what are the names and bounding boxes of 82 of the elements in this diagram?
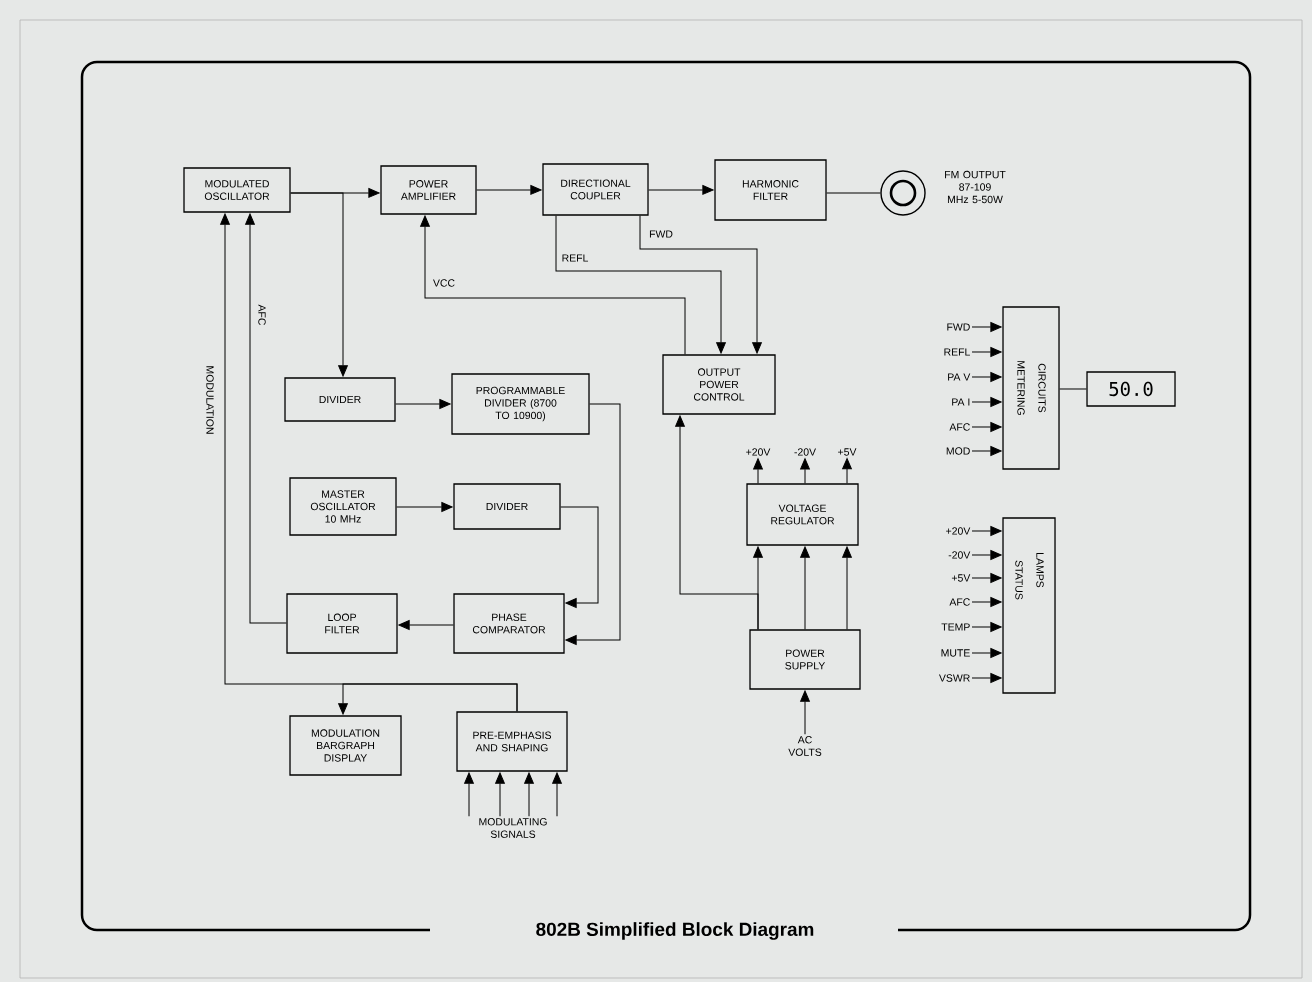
arrow — [971, 673, 1002, 683]
arrow — [971, 550, 1002, 560]
arrow — [753, 458, 763, 484]
edge-label: AFC — [256, 303, 268, 327]
signal-label: AFC — [949, 598, 970, 606]
arrow — [971, 622, 1002, 632]
arrow — [971, 422, 1002, 432]
block-box: DIVIDER — [284, 377, 396, 422]
block-box: DIRECTIONAL COUPLER — [542, 163, 649, 216]
block-box: VOLTAGE REGULATOR — [746, 483, 859, 546]
signal-label: +20V — [746, 448, 771, 456]
arrow — [398, 620, 454, 630]
arrow — [290, 192, 348, 377]
block-box: LOOP FILTER — [286, 593, 398, 654]
arrow — [396, 502, 453, 512]
display-readout: 50.0 — [1086, 371, 1176, 407]
signal-label: AC VOLTS — [788, 736, 822, 756]
signal-label: +20V — [946, 527, 971, 535]
block-box: PROGRAMMABLE DIVIDER (8700 TO 10900) — [451, 373, 590, 435]
arrow — [971, 397, 1002, 407]
block-box: POWER AMPLIFIER — [380, 165, 477, 215]
signal-label: -20V — [794, 448, 816, 456]
signal-label: FWD — [947, 323, 970, 331]
arrow — [971, 526, 1002, 536]
arrow — [395, 399, 451, 409]
arrow — [842, 546, 852, 630]
block-box: METERING CIRCUITS — [1002, 306, 1060, 470]
arrow — [420, 215, 686, 355]
arrow — [565, 403, 621, 645]
signal-label: AFC — [949, 423, 970, 431]
arrow — [675, 415, 759, 630]
block-box: OUTPUT POWER CONTROL — [662, 354, 776, 415]
arrow — [648, 185, 714, 195]
arrow — [560, 506, 599, 608]
arrow — [971, 597, 1002, 607]
block-box: HARMONIC FILTER — [714, 159, 827, 221]
edge-label: REFL — [560, 252, 590, 264]
edge-label: FWD — [647, 228, 675, 240]
signal-label: PA I — [952, 398, 970, 406]
signal-label: VSWR — [939, 674, 970, 682]
arrow — [971, 573, 1002, 583]
connector-line — [1059, 388, 1087, 390]
signal-label: -20V — [948, 551, 971, 559]
signal-label: MUTE — [941, 649, 970, 657]
arrow — [971, 347, 1002, 357]
edge-label: MODULATION — [204, 364, 216, 436]
arrow — [800, 690, 810, 735]
arrow — [971, 372, 1002, 382]
connector-line — [826, 192, 881, 194]
arrow — [552, 772, 562, 817]
signal-label: PA V — [948, 373, 971, 381]
arrow — [842, 458, 852, 484]
arrow — [476, 185, 542, 195]
arrow — [338, 683, 518, 715]
block-box: MODULATION BARGRAPH DISPLAY — [289, 715, 402, 776]
arrow — [800, 458, 810, 484]
block-box: MASTER OSCILLATOR 10 MHz — [289, 477, 397, 536]
arrow — [555, 215, 726, 354]
signal-label: MOD — [946, 447, 970, 455]
signal-label: MODULATING SIGNALS — [479, 818, 547, 838]
signal-label: +5V — [951, 574, 971, 582]
title: 802B Simplified Block Diagram — [536, 922, 814, 940]
arrow — [639, 215, 762, 354]
block-box: DIVIDER — [453, 483, 561, 530]
arrow — [464, 772, 474, 817]
signal-label: TEMP — [941, 623, 970, 631]
arrow — [800, 546, 810, 630]
arrow — [495, 772, 505, 817]
block-box: POWER SUPPLY — [749, 629, 861, 690]
block-box: PRE-EMPHASIS AND SHAPING — [456, 711, 568, 772]
node-caption: FM OUTPUT 87-109 MHz 5-50W — [945, 170, 1006, 204]
signal-label: REFL — [944, 348, 970, 356]
arrow — [971, 648, 1002, 658]
arrow — [971, 322, 1002, 332]
arrow — [245, 213, 287, 624]
edge-label: VCC — [431, 277, 457, 289]
block-box: STATUS LAMPS — [1002, 517, 1056, 694]
signal-label: +5V — [838, 448, 857, 456]
arrow — [971, 446, 1002, 456]
arrow — [524, 772, 534, 817]
block-box: PHASE COMPARATOR — [453, 593, 565, 654]
block-box: MODULATED OSCILLATOR — [183, 167, 291, 213]
